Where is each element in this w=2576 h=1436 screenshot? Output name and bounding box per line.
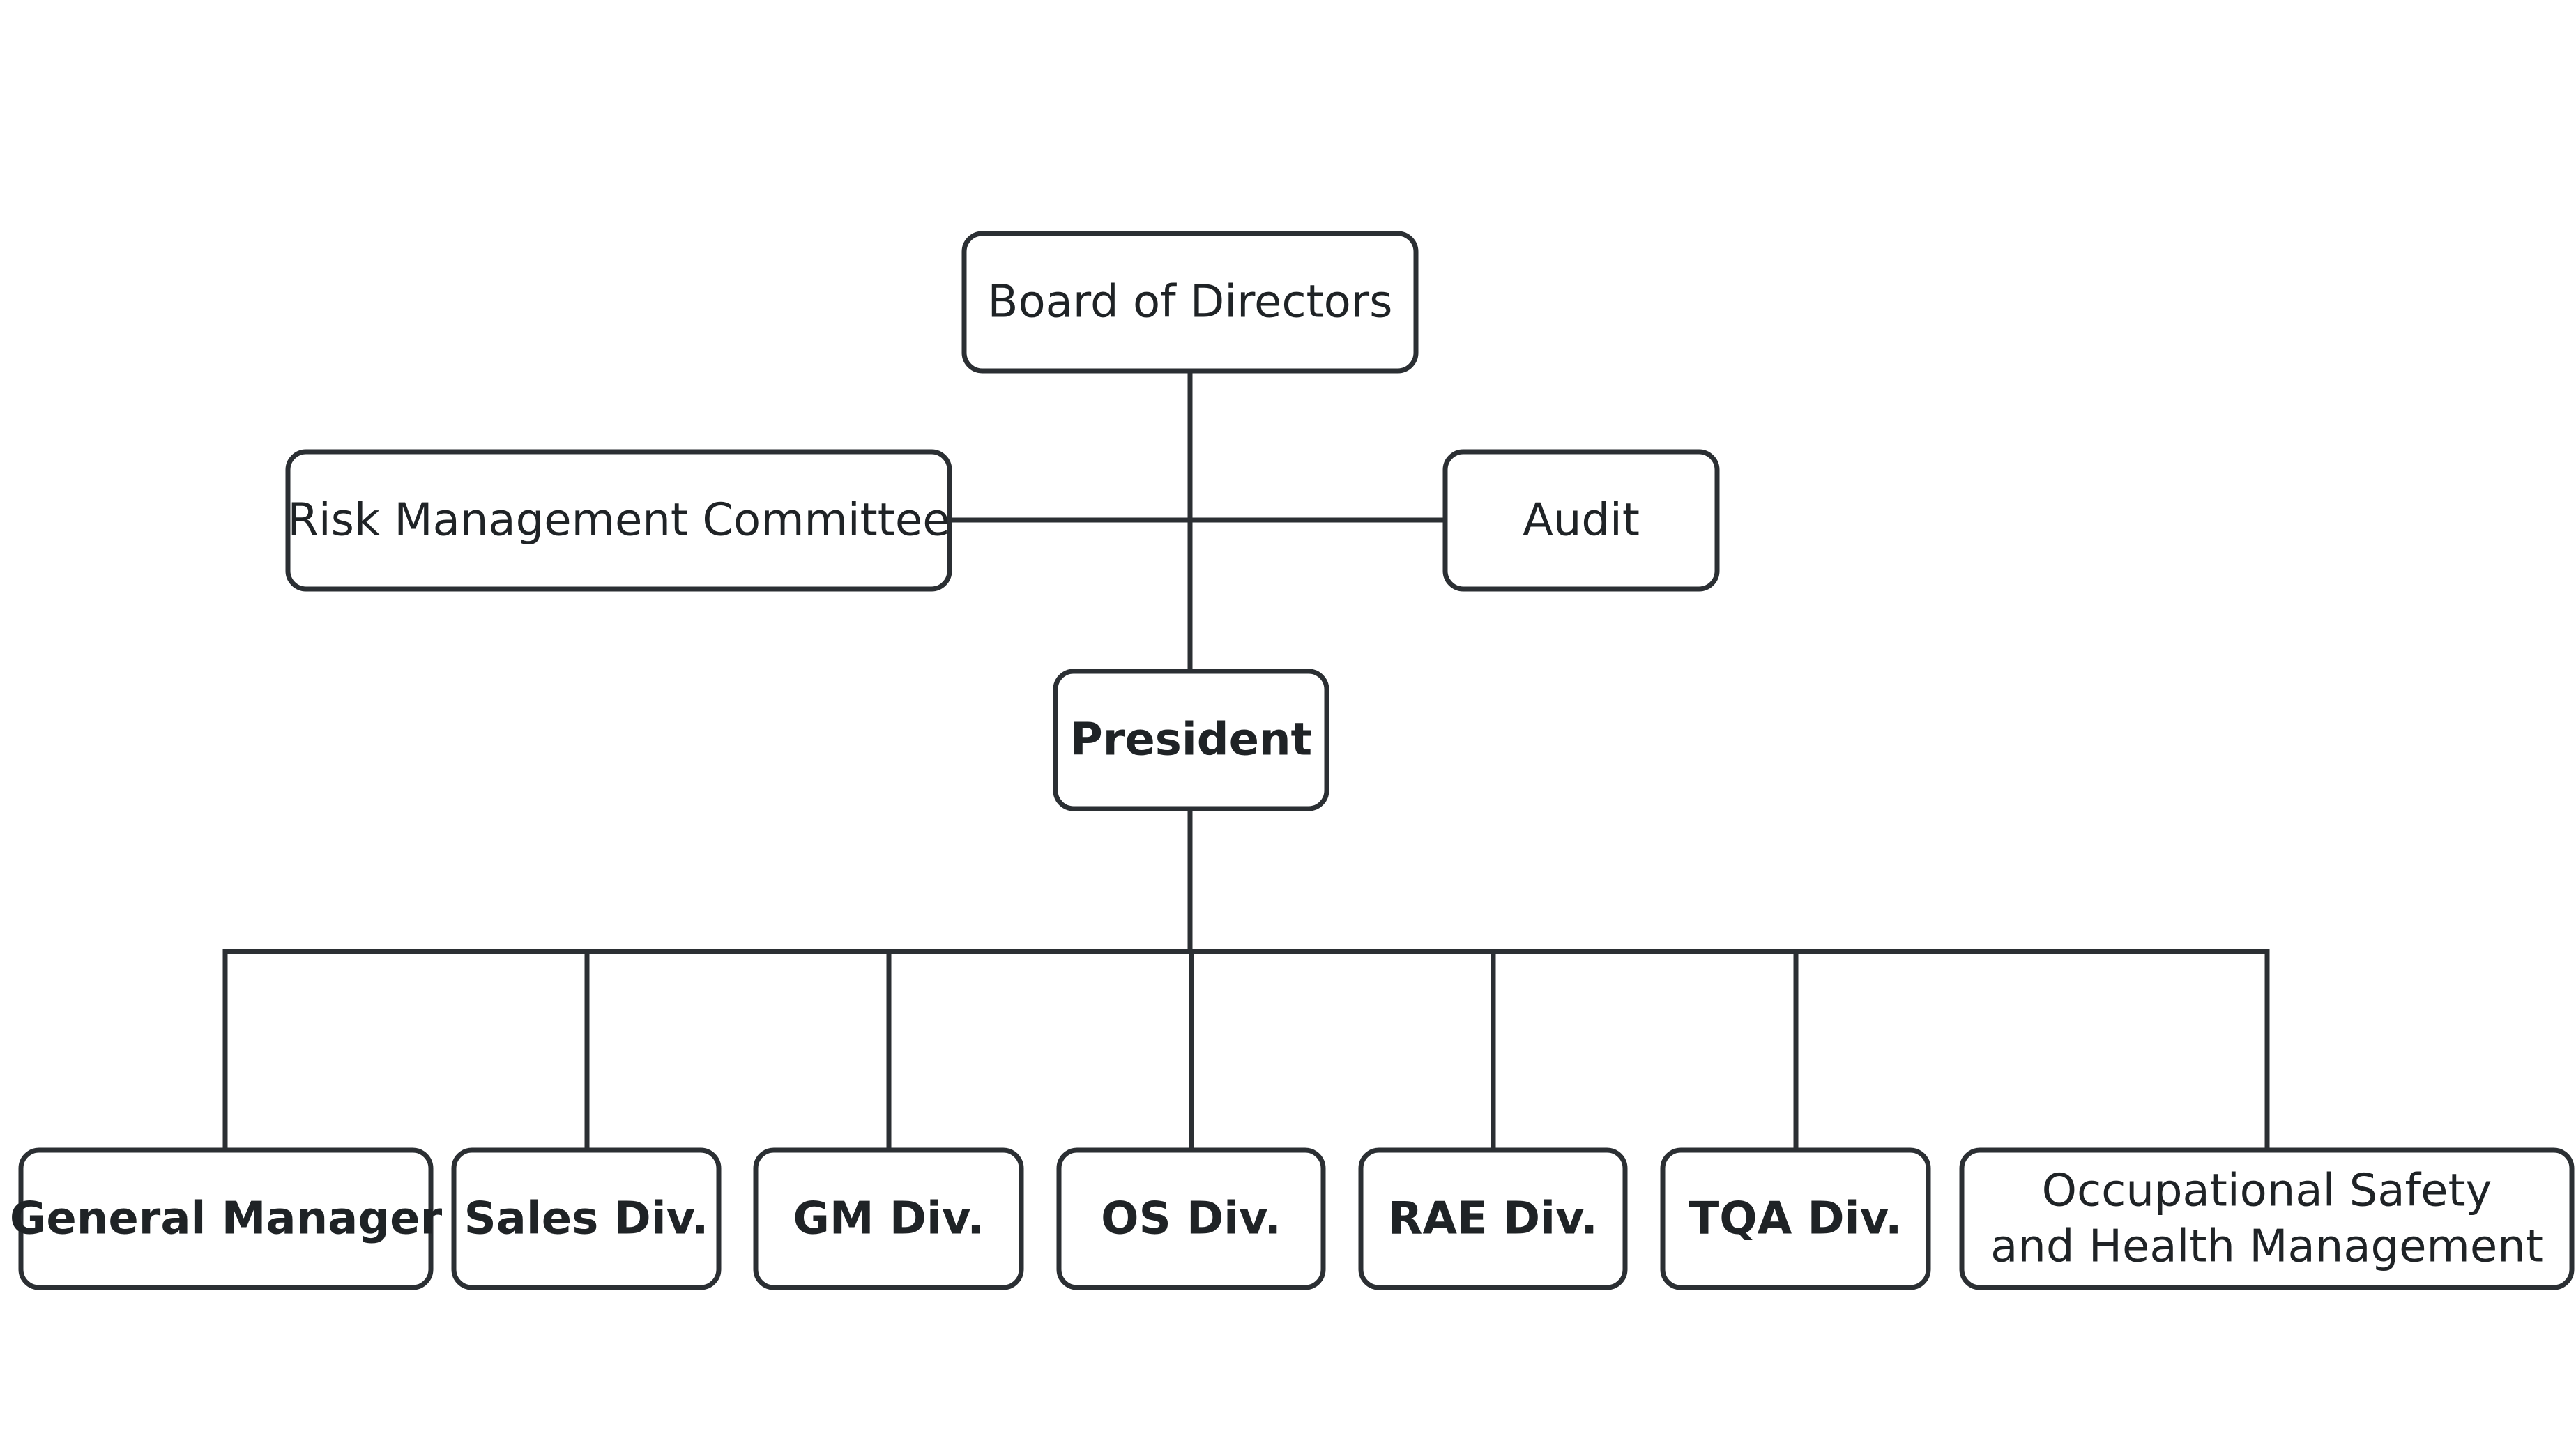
risk-management-committee-box-frame <box>285 449 952 592</box>
tqa-div-box-frame <box>1660 1147 1931 1290</box>
rae-div-box: RAE Div. <box>1358 1147 1628 1290</box>
occupational-safety-health-box-label-line-1: Occupational Safety <box>2042 1166 2492 1217</box>
risk-management-committee-box-label: Risk Management Committee <box>287 495 950 547</box>
board-of-directors-box: Board of Directors <box>961 231 1419 374</box>
board-of-directors-box-frame <box>961 231 1419 374</box>
os-div-box-frame <box>1056 1147 1326 1290</box>
audit-box-frame <box>1442 449 1720 592</box>
audit-box-label: Audit <box>1523 495 1640 547</box>
tqa-div-box-label: TQA Div. <box>1689 1193 1903 1245</box>
audit-box: Audit <box>1442 449 1720 592</box>
general-manager-box-frame <box>18 1147 434 1290</box>
sales-div-box-label: Sales Div. <box>464 1193 709 1245</box>
gm-div-box: GM Div. <box>753 1147 1024 1290</box>
sales-div-box-frame <box>451 1147 722 1290</box>
president-box-frame <box>1053 669 1329 811</box>
gm-div-box-frame <box>753 1147 1024 1290</box>
risk-management-committee-box: Risk Management Committee <box>285 449 952 592</box>
president-box-label: President <box>1070 715 1312 766</box>
tqa-div-box: TQA Div. <box>1660 1147 1931 1290</box>
occupational-safety-health-box-frame <box>1959 1147 2575 1290</box>
connector-lines <box>222 368 2270 1153</box>
board-of-directors-box-label: Board of Directors <box>988 277 1393 328</box>
rae-div-box-label: RAE Div. <box>1388 1193 1598 1245</box>
os-div-box: OS Div. <box>1056 1147 1326 1290</box>
rae-div-box-frame <box>1358 1147 1628 1290</box>
gm-div-box-label: GM Div. <box>793 1193 984 1245</box>
president-box: President <box>1053 669 1329 811</box>
occupational-safety-health-box-label-line-2: and Health Management <box>1990 1221 2543 1273</box>
general-manager-box: General Manager <box>10 1147 443 1290</box>
os-div-box-label: OS Div. <box>1101 1193 1281 1245</box>
general-manager-box-label: General Manager <box>10 1193 443 1245</box>
sales-div-box: Sales Div. <box>451 1147 722 1290</box>
